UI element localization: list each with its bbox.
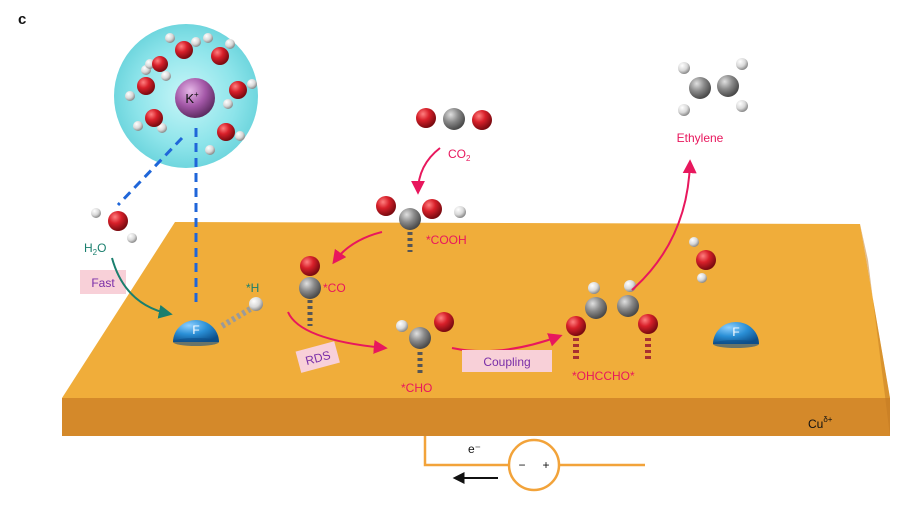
minus-terminal: −	[518, 458, 525, 472]
coupling-tag	[462, 350, 552, 372]
panel-label: c	[18, 11, 26, 28]
co2-adsorption-arrow	[411, 147, 441, 195]
water-label: H2O	[84, 241, 106, 257]
cu-label: Cuδ+	[808, 415, 833, 431]
power-source: − +	[507, 438, 561, 492]
co2-label: CO2	[448, 147, 471, 163]
cooh-to-co-arrow	[332, 231, 383, 265]
co-label: *CO	[323, 281, 346, 295]
water-molecule-left	[91, 208, 137, 243]
plus-terminal: +	[542, 458, 549, 472]
potassium-ion	[175, 78, 215, 118]
copper-slab	[62, 222, 890, 436]
coupling-arrow	[451, 333, 563, 353]
cooh-intermediate	[376, 196, 466, 252]
adsorbed-hydrogen	[220, 297, 263, 329]
ohccho-intermediate	[566, 280, 658, 360]
external-circuit	[423, 430, 645, 467]
hydrated-potassium: K+	[114, 24, 258, 168]
coupling-label: Coupling	[483, 355, 530, 369]
ethylene-formation-arrow	[631, 159, 697, 291]
cho-intermediate	[396, 312, 454, 376]
h-ads-label: *H	[246, 281, 259, 295]
cooh-label: *COOH	[426, 233, 467, 247]
electron-label: e⁻	[468, 442, 481, 456]
k-water-interaction-line	[116, 136, 184, 207]
water-dissociation-arrow	[111, 257, 173, 319]
rds-arrow	[287, 311, 388, 354]
fast-label: Fast	[91, 276, 115, 290]
ohccho-label: *OHCCHO*	[572, 369, 635, 383]
rds-tag: RDS	[295, 341, 340, 373]
co-intermediate	[299, 256, 321, 326]
fluorine-site-left	[173, 320, 219, 346]
water-molecule-right	[689, 237, 716, 283]
fluorine-label-right: F	[732, 325, 739, 339]
fluorine-label-left: F	[192, 323, 199, 337]
rds-label: RDS	[304, 348, 332, 368]
k-ion-label: K+	[185, 90, 199, 106]
co2-molecule	[416, 108, 492, 130]
hydration-water	[125, 33, 257, 155]
fluorine-site-right	[713, 322, 759, 348]
cho-label: *CHO	[401, 381, 432, 395]
ethylene-molecule	[678, 58, 748, 116]
ethylene-label: Ethylene	[677, 131, 724, 145]
